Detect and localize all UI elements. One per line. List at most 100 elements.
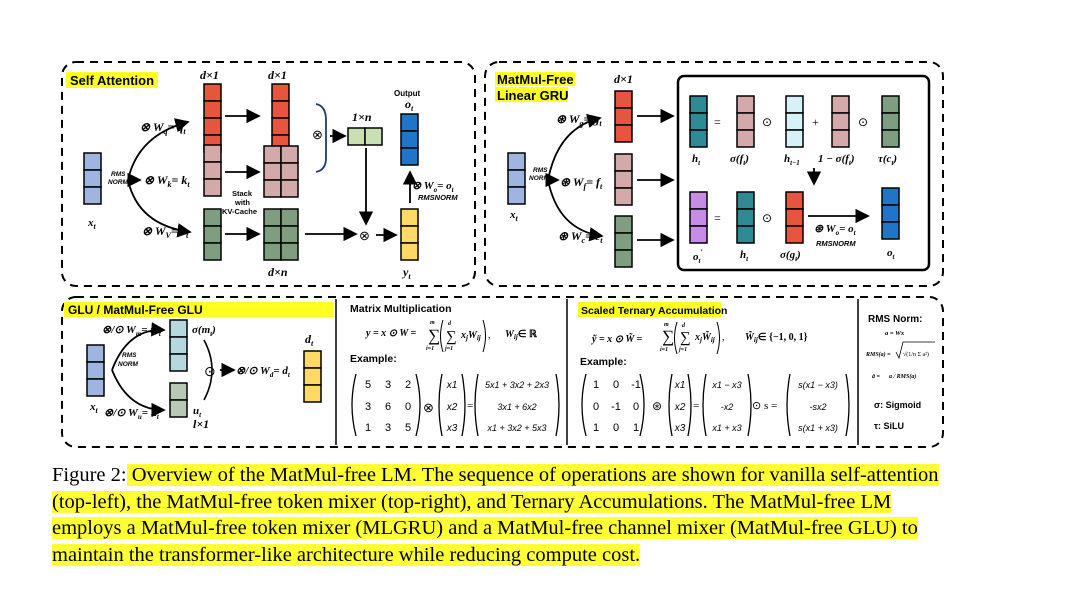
sa-av-otimes: ⊗ bbox=[359, 228, 370, 243]
matmul-matrix-cell: 5 bbox=[365, 379, 371, 391]
glu-rms-label2: NORM bbox=[118, 361, 138, 368]
mlgru-ot-label: ot bbox=[887, 247, 896, 261]
ternary-matrix-cell: -1 bbox=[631, 379, 641, 391]
glu-wu-label: ⊗/⊙ Wu= ut bbox=[104, 407, 160, 421]
sa-v-vector bbox=[203, 208, 222, 261]
rms-title: RMS Norm: bbox=[868, 314, 922, 325]
sa-y-label: yt bbox=[401, 265, 411, 281]
sa-wv-label: ⊗ WV= vt bbox=[142, 224, 189, 240]
svg-text:∑: ∑ bbox=[662, 327, 674, 346]
rms-tau: τ: SiLU bbox=[874, 421, 904, 431]
mlgru-ht-vector bbox=[689, 95, 708, 148]
sa-o-vector bbox=[400, 113, 419, 166]
glu-input-vector bbox=[86, 344, 105, 397]
glu-u-vector bbox=[169, 382, 188, 418]
ternary-matrix-cell: 1 bbox=[633, 422, 639, 434]
matmul-matrix-cell: 6 bbox=[385, 401, 391, 413]
sa-y-vector bbox=[400, 208, 419, 261]
matmul-sum-outer-top: m bbox=[430, 320, 435, 326]
mlgru-title-2: Linear GRU bbox=[497, 88, 569, 103]
ternary-section: Scaled Ternary Accumulation ỹ = x ⊙ W̃ =… bbox=[578, 302, 850, 437]
mlgru-eq2: = bbox=[714, 211, 721, 225]
ternary-matrix-cell: 0 bbox=[593, 401, 599, 413]
bottom-panel bbox=[61, 296, 944, 448]
caption-text: Overview of the MatMul-free LM. The sequ… bbox=[52, 464, 939, 566]
sa-qk-otimes: ⊗ bbox=[312, 127, 323, 142]
matmul-matrix-cell: 0 bbox=[405, 401, 411, 413]
architecture-figure: Self Attention xt RMS NORM ⊗ Wq= qt ⊗ Wk… bbox=[61, 61, 944, 448]
glu-dt-label: dt bbox=[305, 332, 314, 348]
glu-ut-label: ut bbox=[193, 405, 202, 419]
rms-line1: a = Wx bbox=[885, 330, 905, 337]
matmul-matrix-cell: 3 bbox=[385, 422, 391, 434]
mlgru-wg-label: ⊛ Wg= gt bbox=[556, 112, 602, 128]
mlgru-panel: MatMul-Free Linear GRU xt RMS NORM ⊛ Wg=… bbox=[484, 61, 944, 287]
matmul-term: xjWij bbox=[460, 330, 481, 342]
mlgru-ht-label: ht bbox=[692, 153, 701, 167]
ternary-domain: W̃ij∈ {−1, 0, 1} bbox=[745, 330, 808, 344]
mlgru-c-vector bbox=[614, 215, 633, 268]
glu-d-vector bbox=[303, 350, 322, 403]
mlgru-x-label: xt bbox=[509, 209, 519, 223]
sa-wo-label: ⊗ Wo= ot bbox=[412, 180, 455, 194]
mlgru-rmsnorm-label: RMSNORM bbox=[816, 239, 856, 248]
matmul-matrix-cell: 3 bbox=[385, 379, 391, 391]
sa-attn-scores bbox=[347, 127, 383, 146]
rms-line3-lhs: ā = bbox=[872, 374, 881, 380]
figure-caption: Figure 2: Overview of the MatMul-free LM… bbox=[52, 462, 957, 568]
mlgru-rms-label1: RMS bbox=[533, 167, 548, 174]
matmul-vector-entry: x1 bbox=[446, 380, 458, 391]
mlgru-htm1-label: ht−1 bbox=[784, 153, 800, 167]
rms-line2-lhs: RMS(a) = bbox=[865, 351, 891, 358]
glu-section: GLU / MatMul-Free GLU xt RMS NORM ⊗/⊙ Wm… bbox=[64, 302, 334, 431]
sa-q-vector-out bbox=[271, 83, 290, 153]
mlgru-oneminus-vector bbox=[831, 95, 850, 148]
sa-dim-q: d×1 bbox=[200, 68, 219, 82]
ternary-circledast: ⊛ bbox=[652, 399, 662, 413]
sa-rmsnorm-label: RMSNORM bbox=[418, 193, 458, 202]
glu-wm-label: ⊗/⊙ Wm= mt bbox=[102, 324, 162, 338]
rms-norm-section: RMS Norm: a = Wx RMS(a) = √(1/n Σ a²) ā … bbox=[865, 314, 935, 431]
mlgru-dim: d×1 bbox=[614, 72, 633, 86]
ternary-matrix-cell: 1 bbox=[593, 422, 599, 434]
sa-v-cache bbox=[263, 208, 299, 261]
matmul-otimes: ⊗ bbox=[423, 400, 434, 415]
ternary-scaled-entry: -sx2 bbox=[809, 402, 826, 412]
sa-k-cache bbox=[263, 145, 299, 198]
ternary-matrix-cell: 0 bbox=[613, 379, 619, 391]
ternary-result-entry: x1 + x3 bbox=[711, 423, 741, 433]
matmul-example-label: Example: bbox=[350, 353, 397, 365]
self-attention-panel: Self Attention xt RMS NORM ⊗ Wq= qt ⊗ Wk… bbox=[61, 61, 476, 287]
sa-stack-label2: with bbox=[234, 198, 250, 207]
mlgru-sigmaf-vector bbox=[736, 95, 755, 148]
sa-o-label: ot bbox=[405, 97, 414, 113]
sa-dim-dn: d×n bbox=[268, 265, 288, 279]
matmul-result-entry: 5x1 + 3x2 + 2x3 bbox=[485, 380, 549, 390]
glu-sigmam-label: σ(mt) bbox=[192, 324, 216, 338]
self-attention-title: Self Attention bbox=[70, 73, 154, 88]
sa-stack-label1: Stack bbox=[232, 189, 253, 198]
mlgru-input-vector bbox=[507, 152, 526, 205]
matmul-sum-outer-bot: i=1 bbox=[426, 346, 434, 352]
mlgru-title-1: MatMul-Free bbox=[497, 72, 574, 87]
svg-text:,: , bbox=[488, 330, 491, 341]
mlgru-ot-vector bbox=[881, 187, 900, 240]
rms-line2-rhs: √(1/n Σ a²) bbox=[903, 351, 929, 358]
matmul-formula-lhs: y = x ⊙ W = bbox=[365, 328, 417, 339]
ternary-result-entry: -x2 bbox=[721, 402, 734, 412]
ternary-title: Scaled Ternary Accumulation bbox=[581, 305, 727, 317]
matmul-matrix-cell: 1 bbox=[365, 422, 371, 434]
matmul-domain: Wij∈ ℝ bbox=[505, 329, 538, 341]
matmul-result-entry: 3x1 + 6x2 bbox=[497, 402, 536, 412]
ternary-matrix-cell: 0 bbox=[613, 422, 619, 434]
matmul-sum-inner-bot: j=1 bbox=[444, 346, 453, 352]
ternary-scaled-entry: s(x1 − x3) bbox=[798, 380, 838, 390]
ternary-term: xjW̃ij bbox=[694, 330, 715, 344]
glu-x-label: xt bbox=[89, 401, 99, 415]
mlgru-htm1-vector bbox=[785, 95, 804, 148]
glu-dim: l×1 bbox=[193, 417, 209, 431]
